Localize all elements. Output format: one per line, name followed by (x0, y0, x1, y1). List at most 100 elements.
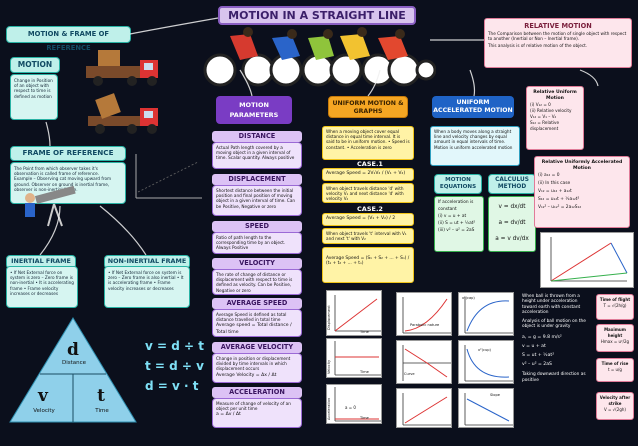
time-of-flight-title: Time of flight (599, 297, 631, 302)
accelerated-motion-header: UNIFORM ACCELERATED MOTION (432, 96, 514, 118)
position-time-graph (135, 154, 202, 199)
acceleration-formula: a = Δv / Δt (216, 412, 241, 418)
uniform-intro: When a moving object cover equal distanc… (322, 126, 414, 160)
motion-parameters-header: MOTION PARAMETERS (216, 96, 292, 124)
avg-speed-text: Average Speed is defined as total distan… (216, 312, 287, 323)
cap-curve-graph (458, 292, 514, 336)
graph3-note: a = 0 (345, 405, 356, 410)
max-height-title: Maximum height (604, 327, 626, 338)
rel-uniform-eq-1: (i) V₁₂ = 0 (530, 102, 551, 107)
avg-velocity-text: Change in position or displacement divid… (216, 356, 291, 372)
triangle-velocity-label: Velocity (33, 408, 55, 414)
triangle-time-label: Time (95, 408, 109, 414)
free-fall-eq-1: a, = g = 9.8 m/s² (522, 335, 562, 341)
rel-uniform-eq-2: (ii) Relative velocity (530, 108, 572, 113)
eq-1: (i) v = u + at (438, 214, 467, 219)
telescope-illustration (25, 186, 76, 227)
case1-formula: Average Speed = 2V₁V₂ / (V₁ + V₂) (322, 168, 414, 181)
cup-curve-graph (458, 340, 514, 384)
motion-equations-box: If acceleration is constant (i) v = u + … (434, 196, 484, 252)
accelerated-intro: When a body moves along a straight line … (430, 126, 520, 166)
case3-formula: Average Speed = (S₁ + S₂ + ... + Sₙ) / (… (322, 247, 414, 283)
relative-uniform-title: Relative Uniform Motion (533, 90, 577, 101)
rel-accel-eq-1: (i) a₁₂ = 0 (538, 173, 560, 178)
case1-title: CASE.1 (357, 160, 383, 168)
slope-graph-2 (458, 388, 514, 428)
displacement-time-graph (326, 290, 382, 336)
rel-uniform-eq-4: S₁₂ = Relative displacement (530, 120, 560, 131)
free-fall-note: Taking downward direction as positive (522, 372, 586, 383)
acceleration-text: Measure of change of velocity of an obje… (216, 401, 291, 412)
frame-definition: The Point from which observer takes it's… (14, 166, 99, 177)
page-title: MOTION IN A STRAIGHT LINE (218, 6, 416, 25)
velocity-title: VELOCITY (212, 258, 302, 269)
velocity-text: The rate of change of distance or displa… (212, 269, 302, 295)
graph3-xlabel: Time (360, 416, 369, 420)
distance-title: DISTANCE (212, 131, 302, 142)
free-fall-intro-2: Analysis of ball motion on the object is… (522, 318, 586, 330)
rel-accel-eq-5: V₁₂² – u₁₂² = 2a₁₂S₁₂ (538, 205, 582, 210)
avg-speed-box: Average Speed is defined as total distan… (212, 309, 302, 337)
formula-v: v = d ÷ t (145, 339, 204, 353)
slope-graph-1 (396, 388, 452, 428)
frame-of-reference-header: MOTION & FRAME OF REFERENCE (6, 26, 131, 52)
time-of-flight-box: Time of flight T = √(2h/g) (596, 294, 634, 320)
graph1-ylabel: Displacement (327, 305, 331, 330)
acceleration-title: ACCELERATION (212, 387, 302, 398)
eq-intro: If acceleration is constant (438, 200, 474, 212)
cyclists-illustration (203, 27, 436, 87)
triangle-d: d (67, 340, 79, 360)
time-of-flight-formula: T = √(2h/g) (603, 303, 627, 308)
rel-accel-eq-2: (ii) In this case (538, 181, 571, 186)
relative-motion-title: RELATIVE MOTION (524, 22, 592, 30)
dvt-triangle (9, 317, 137, 423)
calc-eq-2: a = dv/dt (498, 220, 526, 226)
graph2-ylabel: Velocity (327, 359, 331, 374)
inertial-frame-text: • If Net External force on system is zer… (6, 266, 78, 308)
parabolic-label: Parabolic nature (410, 323, 440, 327)
truck-illustration (86, 50, 158, 134)
case2-title: CASE.2 (357, 205, 383, 213)
calc-eq-3: a = v dv/dx (495, 236, 529, 242)
rel-accel-eq-4: S₁₂ = u₁₂t + ½a₁₂t² (538, 197, 580, 202)
cup-curve-label: x²(cup) (478, 348, 491, 352)
avg-velocity-title: AVERAGE VELOCITY (212, 342, 302, 353)
uniform-motion-header: UNIFORM MOTION & GRAPHS (328, 96, 408, 118)
motion-text: Change in Position of an object with res… (10, 74, 58, 120)
rel-uniform-eq-3: V₁₂ = V₁ – V₂ (530, 114, 557, 119)
velocity-strike-title: Velocity after strike (599, 395, 631, 406)
relative-accel-title: Relative Uniformly Accelerated Motion (541, 160, 623, 171)
avg-velocity-box: Change in position or displacement divid… (212, 353, 302, 383)
max-height-box: Maximum height Hmax = u²/2g (596, 324, 634, 352)
velocity-strike-box: Velocity after strike V = √(2gh) (596, 392, 634, 420)
noninertial-frame-text: • If Net External force on system is zer… (104, 266, 190, 308)
dvt-formulas: v = d ÷ t t = d ÷ v d = v · t (145, 336, 209, 396)
speed-title: SPEED (212, 221, 302, 232)
relative-accel-box: Relative Uniformly Accelerated Motion (i… (534, 156, 630, 228)
triangle-t: t (97, 386, 105, 406)
acceleration-box: Measure of change of velocity of an obje… (212, 398, 302, 428)
avg-speed-formula: Average speed = Total distance / Total t… (216, 323, 292, 335)
graph1-xlabel: Time (360, 330, 369, 334)
relative-text-2: This analysis is of relative motion of t… (488, 43, 588, 49)
time-of-rise-box: Time of rise t = u/g (596, 358, 634, 382)
displacement-title: DISPLACEMENT (212, 174, 302, 185)
max-height-formula: Hmax = u²/2g (600, 339, 630, 344)
triangle-v: v (38, 386, 48, 406)
slope-label: Slope (490, 393, 500, 397)
rel-accel-eq-3: V₁₂ = u₁₂ + a₁₂t (538, 189, 572, 194)
free-fall-eq-2: v = u + at (522, 344, 546, 350)
vector-diagram (540, 232, 634, 288)
cap-curve-label: x²(cap) (462, 296, 475, 300)
motion-title: MOTION (10, 57, 60, 73)
case1-text: When object travels distance 'd' with ve… (322, 183, 414, 203)
motion-equations-title: MOTION EQUATIONS (434, 174, 482, 194)
time-of-rise-title: Time of rise (601, 361, 629, 366)
relative-motion-box: RELATIVE MOTION The Comparison between t… (484, 18, 632, 68)
formula-d: d = v · t (145, 379, 199, 393)
free-fall-eq-3: S = ut + ½at² (522, 353, 555, 359)
free-fall-eq-4: v² – u² = 2aS (522, 362, 552, 368)
frame-title: FRAME OF REFERENCE (10, 146, 126, 161)
avg-speed-title: AVERAGE SPEED (212, 298, 302, 309)
velocity-strike-formula: V = √(2gh) (604, 407, 626, 412)
